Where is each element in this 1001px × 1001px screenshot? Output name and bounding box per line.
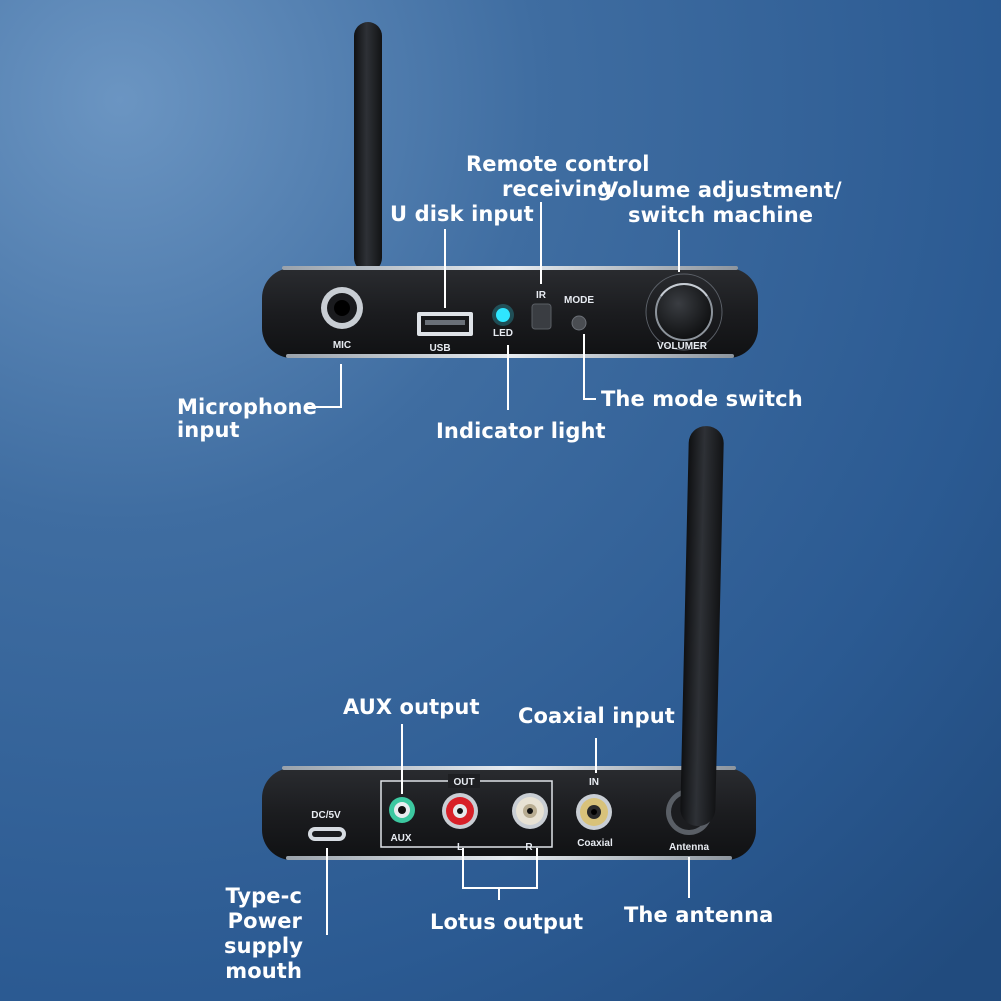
- coaxial-label: Coaxial: [577, 838, 613, 849]
- microphone-line1: Microphone: [177, 395, 317, 419]
- mode-label: MODE: [564, 295, 594, 306]
- lotus-output-callout: Lotus output: [430, 910, 584, 934]
- ir-receiver-icon: [531, 303, 552, 330]
- remote-control-callout: Remote control: [466, 152, 650, 176]
- front-panel-bottom-edge: [286, 354, 734, 358]
- mode-switch-callout: The mode switch: [601, 387, 803, 411]
- front-panel-body: [262, 268, 758, 358]
- in-label: IN: [589, 777, 599, 788]
- type-c-line3: supply: [224, 934, 304, 958]
- microphone-input-callout: Microphone input: [177, 395, 317, 442]
- aux-output-callout: AUX output: [343, 695, 480, 719]
- usb-port-label: USB: [429, 343, 450, 354]
- type-c-callout: Type-c Power supply mouth: [224, 884, 304, 983]
- dc-label: DC/5V: [311, 810, 341, 821]
- u-disk-input-callout: U disk input: [390, 202, 534, 226]
- led-label: LED: [493, 328, 513, 339]
- mic-leader-line: [304, 364, 342, 408]
- antenna-callout: The antenna: [624, 903, 774, 927]
- front-panel-top-edge: [282, 266, 738, 270]
- switch-machine-callout: switch machine: [628, 203, 813, 227]
- volume-adjustment-callout: Volume adjustment/: [602, 178, 842, 202]
- volume-line2: switch machine: [628, 203, 814, 227]
- type-c-line1: Type-c: [225, 884, 302, 908]
- mode-leader-line: [583, 334, 596, 400]
- left-label: L: [457, 842, 463, 853]
- rear-panel-bottom-edge: [286, 856, 732, 860]
- led-indicator-icon: [496, 308, 510, 322]
- mode-button-icon: [571, 315, 587, 331]
- front-antenna: [354, 22, 382, 272]
- rear-antenna: [680, 426, 724, 827]
- ir-label: IR: [536, 290, 547, 301]
- front-callout-lines: [304, 202, 680, 410]
- volume-label: VOLUMER: [657, 341, 708, 352]
- rear-device: DC/5V OUT AUX L R IN Coaxial An: [262, 426, 756, 860]
- microphone-line2: input: [177, 418, 240, 442]
- rear-callout-lines: [326, 724, 690, 935]
- remote-receiving-callout: receiving: [502, 177, 612, 201]
- volume-ring: [645, 273, 723, 351]
- front-device: MIC USB LED IR MODE VOLUMER: [262, 22, 758, 358]
- type-c-line4: mouth: [225, 959, 302, 983]
- indicator-light-callout: Indicator light: [436, 419, 606, 443]
- right-label: R: [525, 842, 533, 853]
- volume-line1: Volume adjustment/: [602, 178, 842, 202]
- type-c-line2: Power: [227, 909, 302, 933]
- mic-port-label: MIC: [333, 340, 351, 351]
- rear-panel-top-edge: [282, 766, 736, 770]
- coaxial-input-callout: Coaxial input: [518, 704, 675, 728]
- aux-label: AUX: [390, 833, 411, 844]
- remote-control-line2: receiving: [502, 177, 613, 201]
- out-label: OUT: [453, 777, 474, 788]
- antenna-port-label: Antenna: [669, 842, 709, 853]
- remote-control-line1: Remote control: [466, 152, 650, 176]
- rear-panel-body: [262, 768, 756, 860]
